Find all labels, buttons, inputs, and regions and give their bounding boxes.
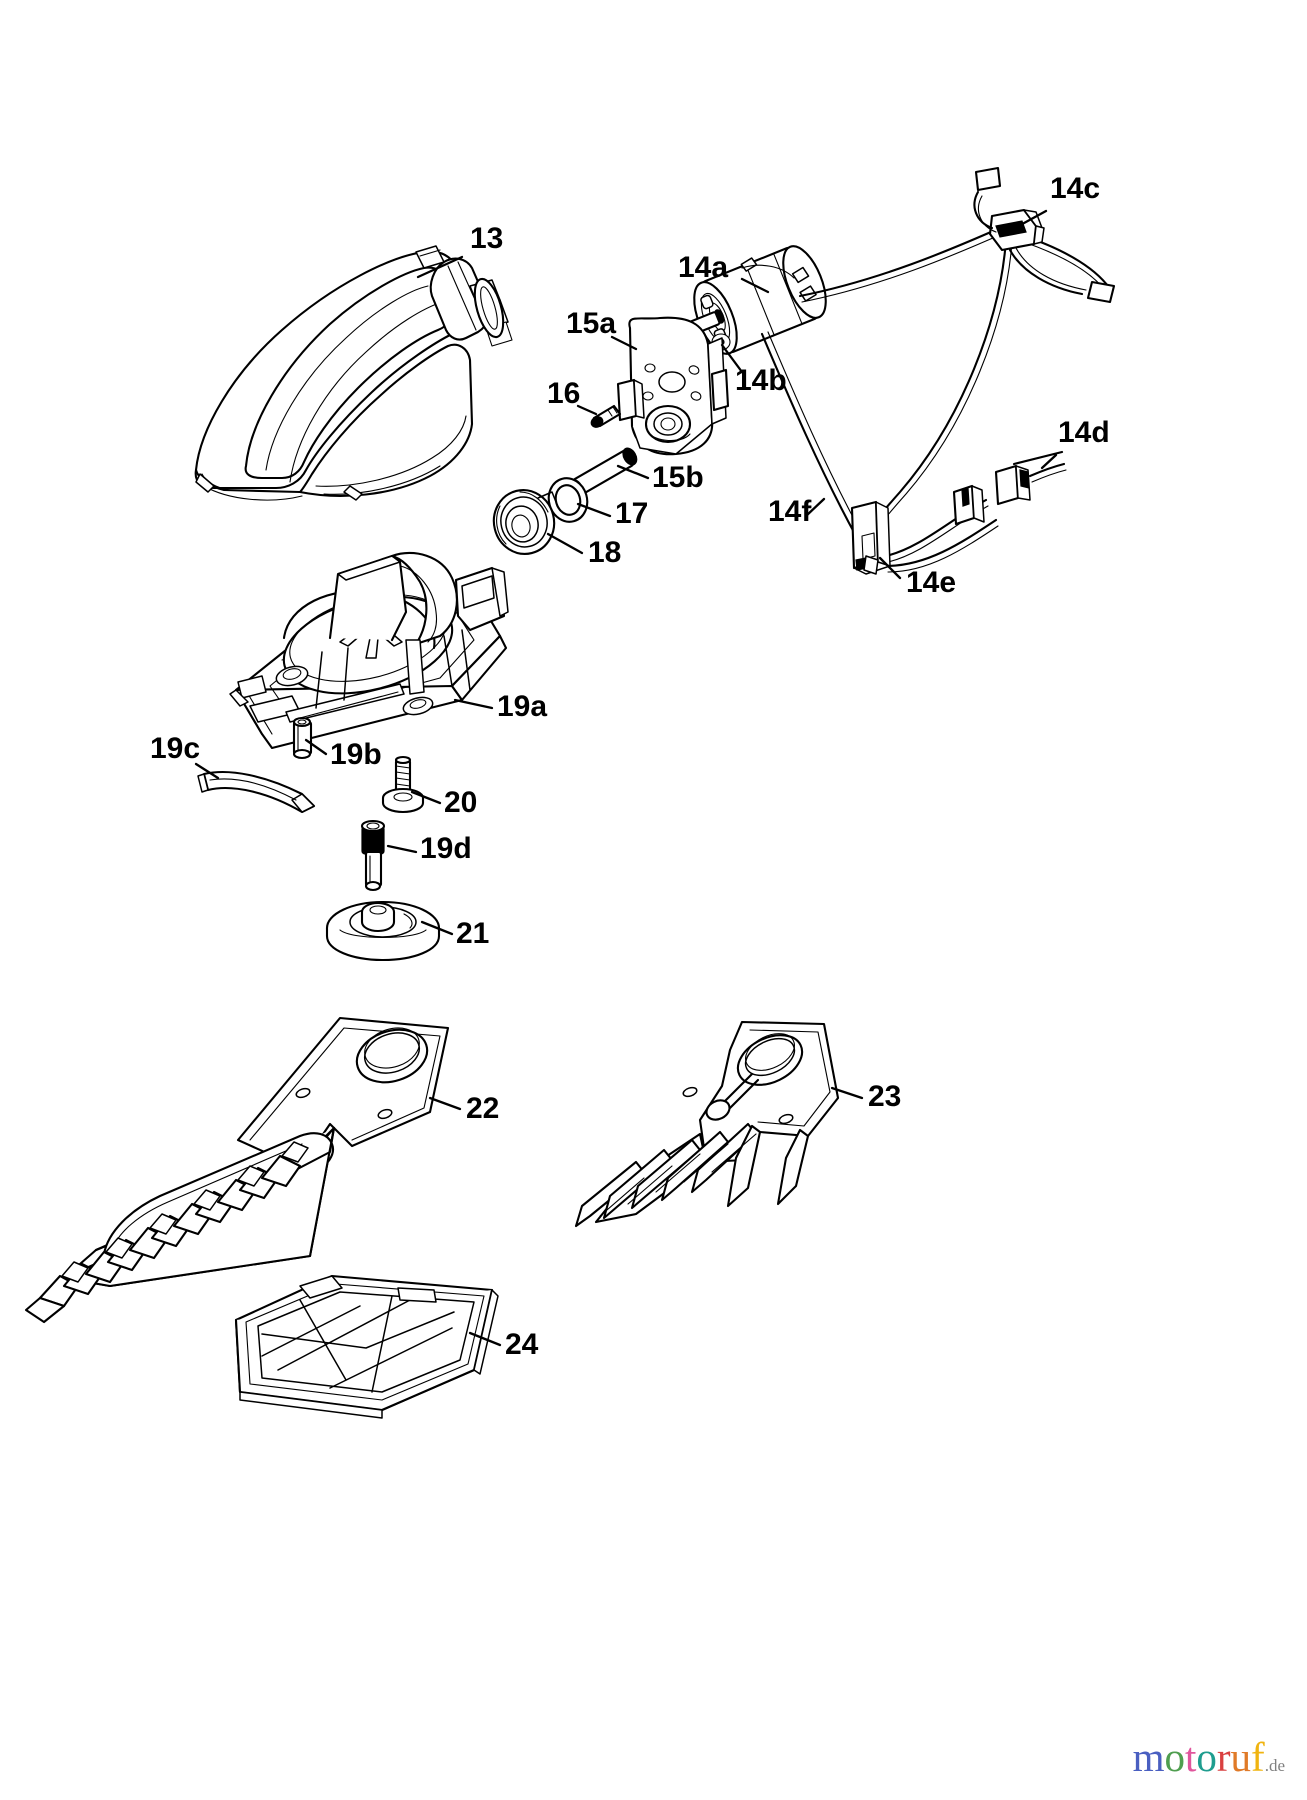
callout-14f: 14f <box>768 495 826 528</box>
watermark-letter-1: o <box>1164 1734 1185 1780</box>
watermark-letter-6: f <box>1251 1734 1265 1780</box>
part-23-grass-shear-blade <box>574 1020 840 1228</box>
part-19c-curved-slide-plate <box>197 771 316 814</box>
part-19d-eccentric-pin <box>360 819 386 892</box>
callout-24: 24 <box>468 1328 539 1361</box>
callout-label-19b: 19b <box>330 738 382 771</box>
callout-19d: 19d <box>386 832 472 865</box>
callout-19b: 19b <box>304 738 382 771</box>
callout-leader-19c <box>194 762 220 780</box>
callout-leader-18 <box>546 532 584 555</box>
watermark-letter-0: m <box>1132 1734 1165 1780</box>
callout-leader-13 <box>416 255 464 279</box>
callout-label-14c: 14c <box>1050 172 1100 205</box>
callout-14a: 14a <box>678 251 770 294</box>
part-13-blade-guard-cover <box>194 245 513 501</box>
callout-label-15b: 15b <box>652 461 704 494</box>
callout-leader-14a <box>740 277 770 294</box>
part-14d-terminal-contact-pair <box>952 450 1064 526</box>
callout-label-20: 20 <box>444 786 477 819</box>
callout-21: 21 <box>420 917 489 950</box>
callout-leader-19d <box>386 844 418 854</box>
callout-17: 17 <box>576 497 648 530</box>
part-18-bearing-bushing <box>492 489 557 555</box>
callout-16: 16 <box>547 377 598 416</box>
callout-leader-14d <box>1040 453 1058 470</box>
part-19a-gearbox-housing-assembly <box>229 551 509 750</box>
watermark-letter-3: o <box>1196 1734 1217 1780</box>
callout-15b: 15b <box>616 461 704 494</box>
callout-leader-15b <box>616 464 650 480</box>
motoruf-watermark: motoruf.de <box>1133 1737 1285 1778</box>
callout-19a: 19a <box>453 690 547 723</box>
part-16-screw-small <box>590 404 622 428</box>
callout-leader-14c <box>1013 209 1048 230</box>
callout-label-19d: 19d <box>420 832 472 865</box>
callout-23: 23 <box>830 1080 901 1113</box>
callout-label-22: 22 <box>466 1092 499 1125</box>
watermark-letter-2: t <box>1184 1734 1197 1780</box>
callout-leader-23 <box>830 1086 864 1100</box>
watermark-letter-5: u <box>1230 1734 1252 1780</box>
callout-leader-17 <box>576 502 612 518</box>
callout-label-19a: 19a <box>497 690 547 723</box>
blade-counter-teeth <box>61 1141 309 1283</box>
callout-label-24: 24 <box>505 1328 539 1361</box>
part-15a-gearbox-cover-plate <box>616 316 730 456</box>
callout-label-14a: 14a <box>678 251 728 284</box>
shear-fingers <box>574 1122 758 1228</box>
callout-15a: 15a <box>566 307 638 351</box>
callout-label-14f: 14f <box>768 495 812 528</box>
watermark-letter-4: r <box>1216 1734 1231 1780</box>
callout-22: 22 <box>428 1092 499 1125</box>
watermark-suffix: .de <box>1264 1756 1285 1775</box>
part-21-drive-cam-disc <box>325 900 441 962</box>
callout-label-14b: 14b <box>735 364 787 397</box>
callout-label-13: 13 <box>470 222 503 255</box>
callout-leader-20 <box>410 790 442 805</box>
callout-label-23: 23 <box>868 1080 901 1113</box>
callout-label-14d: 14d <box>1058 416 1110 449</box>
callout-leader-15a <box>610 335 638 351</box>
callout-leader-19a <box>453 698 494 710</box>
blade-teeth <box>38 1154 302 1308</box>
callout-label-21: 21 <box>456 917 489 950</box>
callout-leader-14b <box>720 343 744 374</box>
part-14e-switch-contact-holder <box>850 500 891 575</box>
callout-layer: 13 14a 14b 14c 14d 14e 14f 15a 15b 16 17 18 19a 19b 19… <box>150 172 1110 1361</box>
callout-label-14e: 14e <box>906 566 956 599</box>
callout-leader-22 <box>428 1096 462 1111</box>
callout-leader-21 <box>420 920 454 936</box>
part-22-hedge-trimmer-blade <box>24 1016 450 1324</box>
callout-label-18: 18 <box>588 536 621 569</box>
callout-leader-14e <box>878 556 902 580</box>
part-19b-bushing-sleeve <box>292 716 313 760</box>
callout-leader-19b <box>304 738 328 756</box>
callout-leader-16 <box>576 404 598 416</box>
part-14c-wire-connector-block <box>973 166 1116 304</box>
callout-label-16: 16 <box>547 377 580 410</box>
callout-19c: 19c <box>150 732 220 780</box>
callout-leader-14f <box>804 497 826 518</box>
callout-label-15a: 15a <box>566 307 616 340</box>
callout-label-17: 17 <box>615 497 648 530</box>
callout-leader-24 <box>468 1331 502 1347</box>
callout-label-19c: 19c <box>150 732 200 765</box>
callout-14d: 14d <box>1040 416 1110 470</box>
callout-18: 18 <box>546 532 621 569</box>
callout-14e: 14e <box>878 556 956 599</box>
callout-20: 20 <box>410 786 477 819</box>
callout-14c: 14c <box>1013 172 1100 230</box>
callout-13: 13 <box>416 222 503 279</box>
part-20-screw-with-washer <box>381 755 425 814</box>
part-24-blade-protection-cover <box>234 1274 499 1419</box>
callout-14b: 14b <box>720 343 787 397</box>
